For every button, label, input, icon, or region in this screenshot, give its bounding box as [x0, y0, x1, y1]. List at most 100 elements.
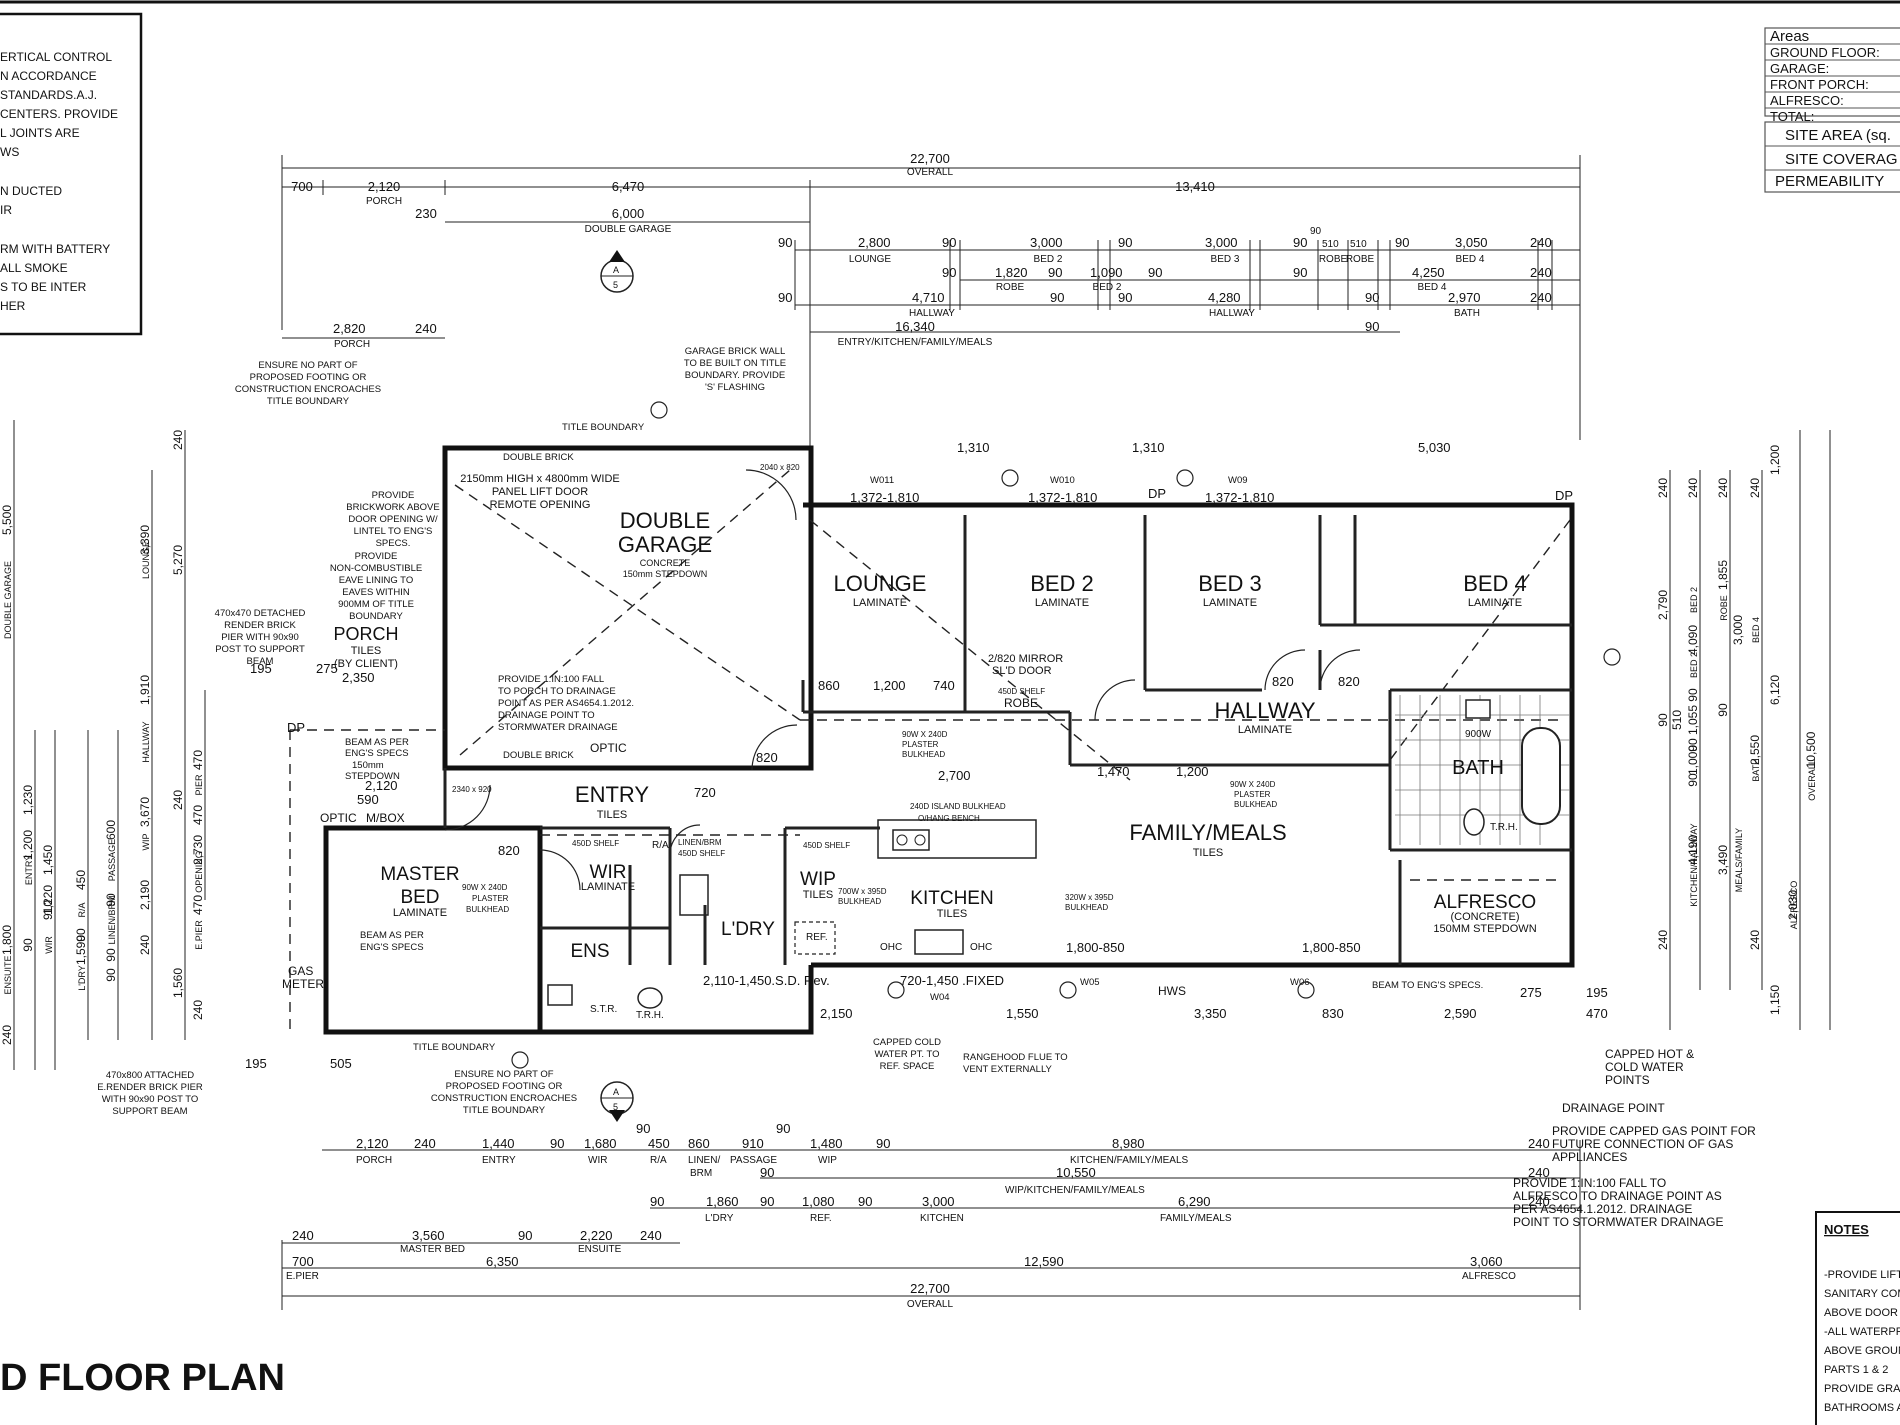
dim-label: WIP/KITCHEN/FAMILY/MEALS	[1005, 1185, 1145, 1196]
legend-line: RM WITH BATTERY	[0, 242, 110, 256]
dp-label: DP	[1148, 486, 1166, 501]
dim-label: 240	[292, 1228, 314, 1243]
room-sub: CONCRETE	[640, 558, 691, 568]
right-dim-label: KITCHEN/HALLWAY	[1689, 823, 1699, 906]
dim-label: ENSUITE	[578, 1244, 622, 1255]
room-ldry: L'DRY	[721, 919, 775, 940]
lift-door-note: PANEL LIFT DOOR	[492, 486, 588, 498]
room-ens: ENS	[570, 941, 609, 962]
window-tag: W05	[1080, 977, 1100, 988]
left-dim-label: PIER	[194, 774, 204, 796]
section-marker-a5-bottom: A5	[600, 1081, 634, 1122]
room-sub: LAMINATE	[1035, 597, 1089, 609]
eave-note: EAVE LINING TO	[339, 575, 413, 586]
shelf-note: 450D SHELF	[998, 687, 1045, 696]
dim-label: E.PIER	[286, 1271, 319, 1282]
capped-hot-note: POINTS	[1605, 1073, 1650, 1087]
dim-label: 2,120	[356, 1136, 389, 1151]
dim-label: LINEN/	[688, 1155, 720, 1166]
right-dim-label: ALFRESCO	[1789, 881, 1799, 930]
dim-label: 4,250	[1412, 265, 1445, 280]
room-sub: LAMINATE	[1203, 597, 1257, 609]
dim-label: 240	[1530, 290, 1552, 305]
dim-label: 90	[776, 1121, 790, 1136]
fall-note: POINT AS PER AS4654.1.2012.	[498, 698, 634, 709]
door-width: 720	[694, 785, 716, 800]
notes-line: ABOVE DOOR A	[1824, 1307, 1900, 1319]
gas-point-note: APPLIANCES	[1552, 1150, 1627, 1164]
top-small-dim: 1,310	[1132, 440, 1165, 455]
room-sub: LAMINATE	[393, 907, 447, 919]
dim-label: 2,800	[858, 235, 891, 250]
room-bed3: BED 3	[1198, 571, 1262, 596]
kitchen-island	[877, 819, 1037, 859]
fall-note: STORMWATER DRAINAGE	[498, 722, 618, 733]
kitchen-sink	[892, 829, 930, 851]
wir-washer	[679, 874, 709, 916]
ensure-note: PROPOSED FOOTING OR	[250, 372, 367, 383]
site-row: PERMEABILITY	[1775, 173, 1884, 190]
capped-hot-note: CAPPED HOT &	[1605, 1047, 1694, 1061]
ensure-note: ENSURE NO PART OF	[258, 360, 357, 371]
right-dim-label: 1,000	[1686, 745, 1700, 775]
room-bed4: BED 4	[1463, 571, 1527, 596]
dim-label: 22,700	[910, 151, 950, 166]
left-dim-label: 90	[74, 928, 88, 942]
bottom-small-dim: 2,590	[1444, 1006, 1477, 1021]
right-dim-label: MEALS/FAMILY	[1734, 828, 1744, 892]
dim-label: 12,590	[1024, 1254, 1064, 1269]
dim-label: ENTRY	[482, 1155, 516, 1166]
dim-label: PASSAGE	[730, 1155, 777, 1166]
capped-cold-note: CAPPED COLD	[873, 1037, 941, 1048]
fall-note: TO PORCH TO DRAINAGE	[498, 686, 616, 697]
dim-label: PORCH	[356, 1155, 392, 1166]
right-dim-label: 6,120	[1768, 675, 1782, 705]
dim-label: 240	[1530, 265, 1552, 280]
door-swings	[444, 469, 1361, 891]
notes-line: -PROVIDE LIFT-	[1824, 1269, 1900, 1281]
pier2-note: 470x800 ATTACHED	[106, 1070, 194, 1081]
site-row: SITE AREA (sq.	[1785, 127, 1891, 144]
lift-door-note: REMOTE OPENING	[490, 499, 591, 511]
dim-label: KITCHEN/FAMILY/MEALS	[1070, 1155, 1189, 1166]
areas-row: ALFRESCO:	[1770, 93, 1844, 108]
left-dim-label: 1,200	[21, 830, 35, 860]
dim-label: HALLWAY	[909, 308, 955, 319]
right-dim-label: 1,200	[1768, 445, 1782, 475]
dim-label: WIR	[588, 1155, 607, 1166]
right-dim-label: ROBE	[1719, 595, 1729, 621]
brickwork-note: DOOR OPENING W/	[348, 514, 438, 525]
plan-annotations: TITLE BOUNDARY TITLE BOUNDARY ENSURE NO …	[97, 346, 1756, 1229]
dim-label: 90	[1118, 235, 1132, 250]
dim-label: 90	[1365, 319, 1379, 334]
dim-label: 910	[742, 1136, 764, 1151]
notes-line: BATHROOMS A	[1824, 1402, 1900, 1414]
hatch-dim: 860	[818, 678, 840, 693]
double-brick: DOUBLE BRICK	[503, 452, 574, 463]
dim-label: 90	[1048, 265, 1062, 280]
gas-meter: GAS	[288, 964, 313, 978]
dim-label: 90	[876, 1136, 890, 1151]
garage-wall-note: GARAGE BRICK WALL	[685, 346, 785, 357]
dim-label: BED 4	[1418, 282, 1447, 293]
kitchen-label: OHC	[880, 942, 902, 953]
ensure-note: CONSTRUCTION ENCROACHES	[235, 384, 381, 395]
legend-line: ERTICAL CONTROL	[0, 50, 112, 64]
dim-label: FAMILY/MEALS	[1160, 1213, 1232, 1224]
bathtub	[1521, 727, 1561, 825]
left-dim-label: 90	[104, 968, 118, 982]
right-dim-label: BED 4	[1751, 617, 1761, 643]
left-dim-label: 1,910	[138, 675, 152, 705]
left-dim-label: 2,730	[191, 835, 205, 865]
garage-wall-note: TO BE BUILT ON TITLE	[684, 358, 786, 369]
dim-label: LOUNGE	[849, 254, 892, 265]
dim-label: 10,550	[1056, 1165, 1096, 1180]
dim-label: R/A	[650, 1155, 667, 1166]
svg-text:5: 5	[613, 280, 618, 290]
dim-label: 1,080	[802, 1194, 835, 1209]
eave-note: 900MM OF TITLE	[338, 599, 414, 610]
dim-label: 90	[778, 235, 792, 250]
pier2-note: WITH 90x90 POST TO	[102, 1094, 199, 1105]
title-boundary: TITLE BOUNDARY	[413, 1042, 496, 1053]
